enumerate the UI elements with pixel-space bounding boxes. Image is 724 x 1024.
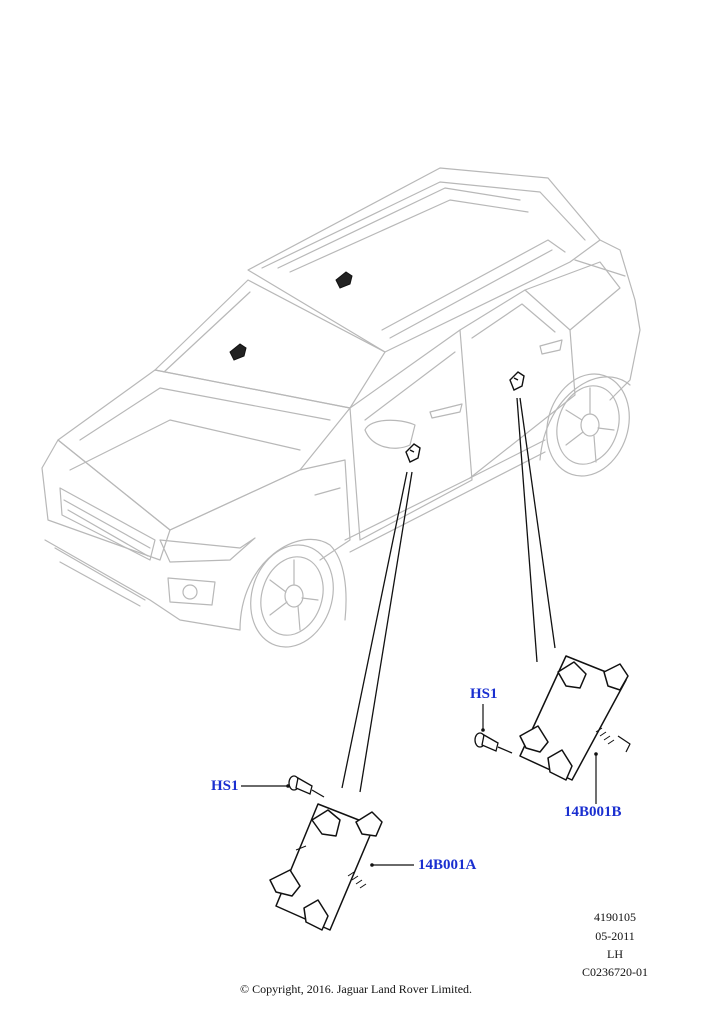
module-14b001a[interactable] (269, 803, 383, 931)
screw-hs1-right[interactable] (474, 732, 513, 754)
callout-hs1-left[interactable]: HS1 (211, 778, 239, 794)
module-14b001b[interactable] (519, 655, 631, 781)
roof-sensor (335, 271, 353, 289)
vehicle-outline (41, 167, 641, 648)
callout-14b001b[interactable]: 14B001B (564, 804, 622, 820)
reference-drawing-number: C0236720-01 (582, 965, 648, 979)
callout-lines (241, 704, 597, 866)
leader-lines (341, 397, 556, 793)
callout-dots (286, 728, 598, 867)
front-door-module-location (405, 443, 421, 463)
copyright-notice: © Copyright, 2016. Jaguar Land Rover Lim… (239, 982, 473, 996)
rear-door-module-location (509, 371, 525, 391)
reference-code: 4190105 (594, 910, 636, 924)
callout-14b001a[interactable]: 14B001A (418, 857, 477, 873)
screw-hs1-left[interactable] (288, 775, 325, 798)
reference-side: LH (607, 947, 623, 961)
windscreen-sensor (229, 343, 247, 361)
reference-date: 05-2011 (595, 929, 635, 943)
callout-hs1-right[interactable]: HS1 (470, 686, 498, 702)
